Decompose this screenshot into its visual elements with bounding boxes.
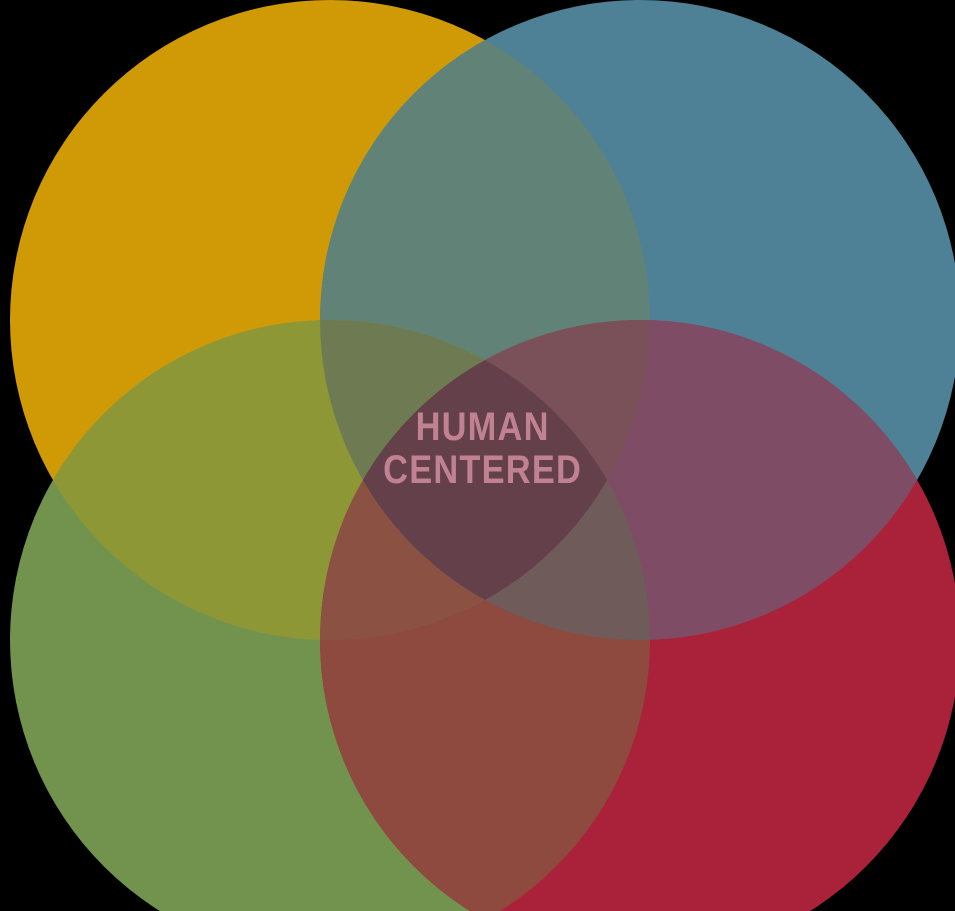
overlap-all-four (320, 320, 650, 640)
center-group (320, 320, 650, 640)
